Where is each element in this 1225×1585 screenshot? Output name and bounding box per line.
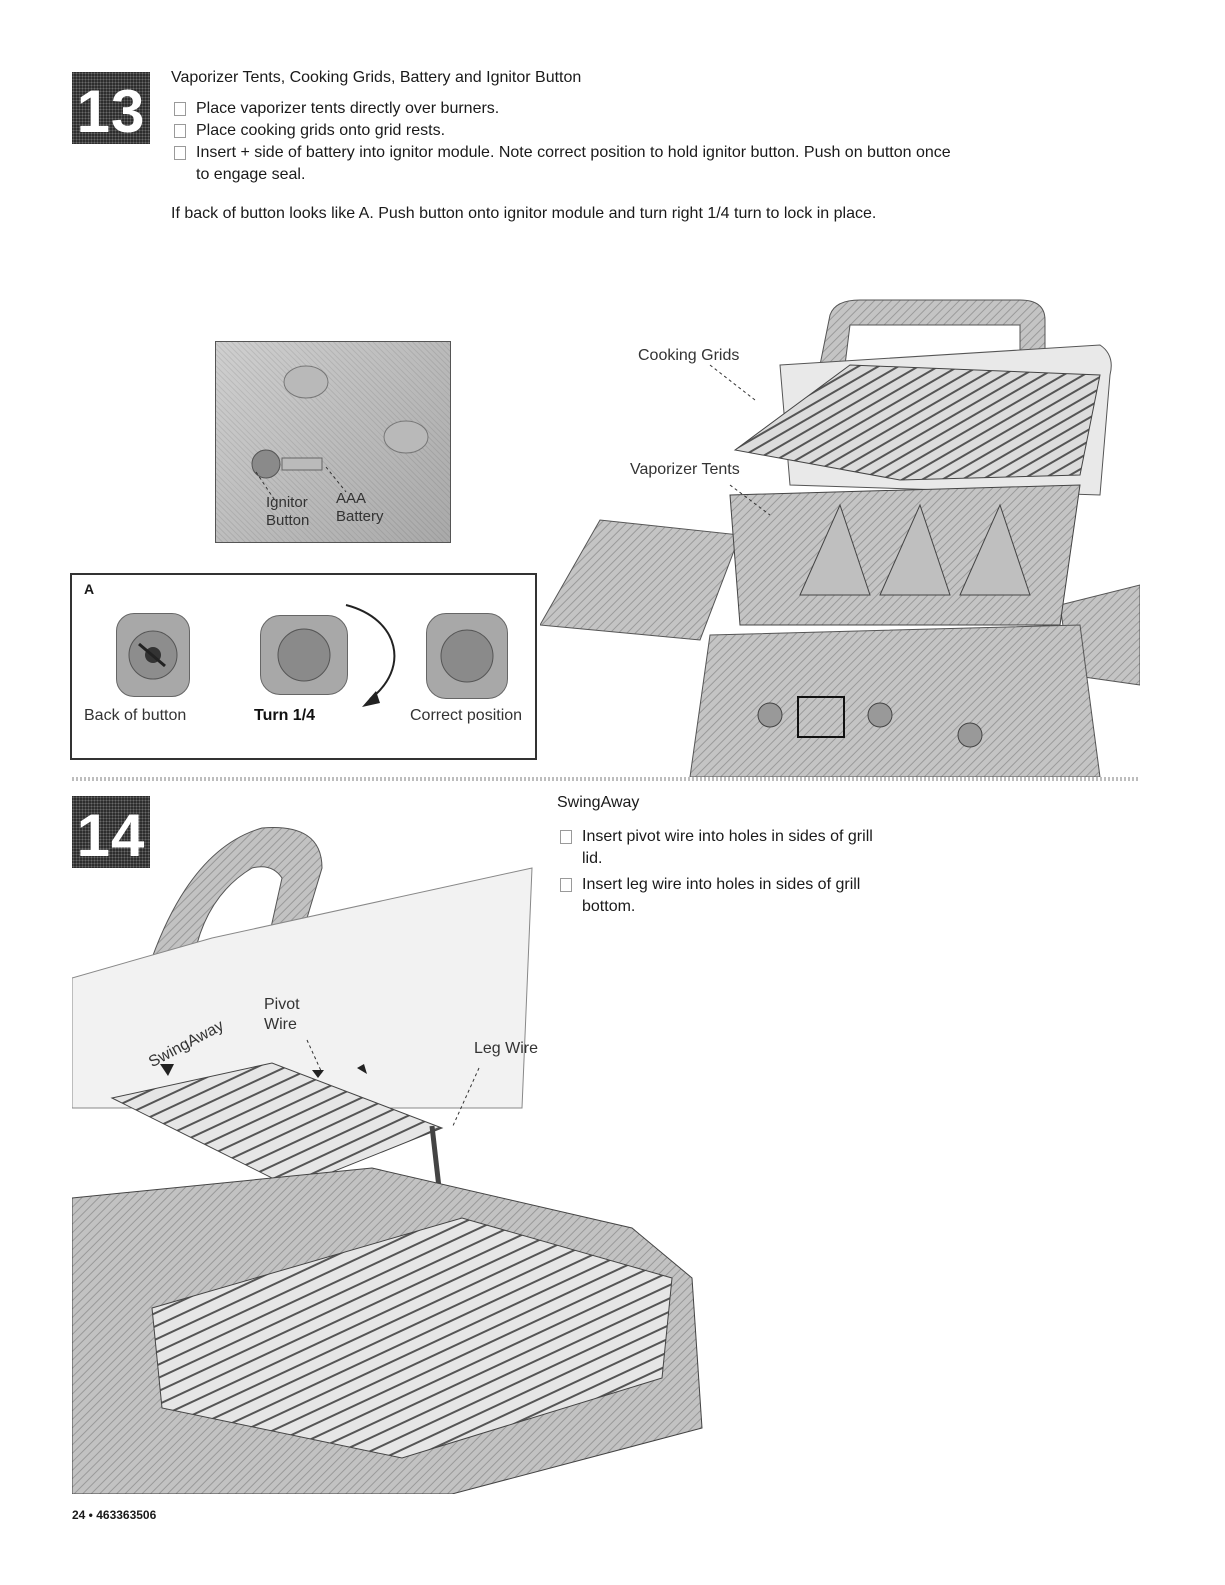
cooking-grids-callout: Cooking Grids — [638, 347, 740, 364]
aaa-battery-label: AAA Battery — [336, 490, 384, 525]
bullet-text: Insert + side of battery into ignitor mo… — [196, 144, 951, 161]
grill-assembly-illustration: Cooking Grids Vaporizer Tents — [539, 295, 1141, 778]
step-13-bullet-3-continued: to engage seal. — [196, 166, 306, 183]
checkbox-icon — [560, 878, 572, 892]
step-13-bullet-3: Insert + side of battery into ignitor mo… — [174, 142, 1074, 164]
back-of-button-illustration — [116, 613, 190, 697]
inset-letter: A — [84, 581, 95, 597]
wire-callout: Wire — [264, 1016, 297, 1033]
step-14-bullet-2-continued: bottom. — [582, 898, 636, 915]
bullet-text: Insert leg wire into holes in sides of g… — [582, 876, 861, 893]
button-front-icon — [277, 628, 331, 682]
grill-drawing — [539, 299, 1141, 778]
checkbox-icon — [560, 830, 572, 844]
bullet-text: Place vaporizer tents directly over burn… — [196, 100, 500, 117]
step-13-number: 13 — [72, 72, 150, 145]
step-13-bullet-2: Place cooking grids onto grid rests. — [174, 120, 1074, 142]
bullet-text: Insert pivot wire into holes in sides of… — [582, 828, 873, 845]
swingaway-illustration: Pivot Wire Leg Wire SwingAway — [71, 808, 727, 1495]
step-13-note: If back of button looks like A. Push but… — [171, 205, 877, 222]
checkbox-icon — [174, 102, 186, 116]
page-number: 24 • 463363506 — [72, 1508, 157, 1522]
turn-button-illustration — [260, 615, 348, 695]
checkbox-icon — [174, 146, 186, 160]
ignitor-button-label: Ignitor Button — [266, 494, 310, 529]
step-14-bullet-1-continued: lid. — [582, 850, 603, 867]
step-14-bullet-1: Insert pivot wire into holes in sides of… — [560, 826, 940, 848]
step-13-bullet-1: Place vaporizer tents directly over burn… — [174, 98, 1074, 120]
step-14-number: 14 — [72, 796, 150, 869]
step-13-heading: Vaporizer Tents, Cooking Grids, Battery … — [171, 69, 582, 86]
button-correct-icon — [440, 629, 494, 683]
back-of-button-label: Back of button — [84, 707, 187, 724]
checkbox-icon — [174, 124, 186, 138]
rotate-arrow-icon — [345, 604, 396, 707]
swingaway-drawing — [71, 827, 703, 1495]
correct-position-label: Correct position — [410, 707, 523, 724]
ignitor-detail-drawing — [251, 365, 429, 503]
inset-a-box: A Back of button Turn 1/4 Correct positi… — [70, 573, 537, 760]
vaporizer-tents-callout: Vaporizer Tents — [630, 461, 740, 478]
bullet-text: Place cooking grids onto grid rests. — [196, 122, 446, 139]
button-back-icon — [128, 630, 178, 680]
pivot-callout: Pivot — [264, 996, 300, 1013]
section-divider — [72, 777, 1140, 781]
step-14-heading: SwingAway — [557, 794, 640, 811]
step-14-bullet-2: Insert leg wire into holes in sides of g… — [560, 874, 940, 896]
correct-position-illustration — [426, 613, 508, 699]
step-13-instructions: Place vaporizer tents directly over burn… — [174, 98, 1074, 186]
step-14-instructions: Insert pivot wire into holes in sides of… — [560, 826, 940, 918]
ignitor-detail-illustration: Ignitor Button AAA Battery — [215, 341, 451, 543]
turn-label: Turn 1/4 — [254, 707, 316, 724]
leg-wire-callout: Leg Wire — [474, 1040, 539, 1057]
